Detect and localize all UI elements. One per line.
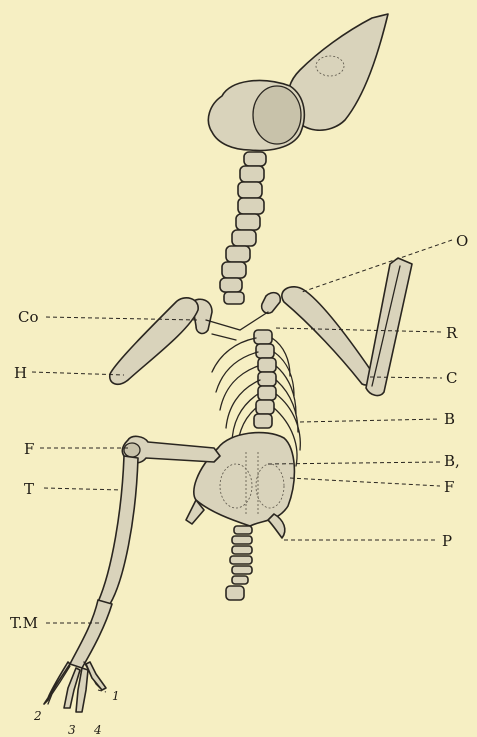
label-F-femur: F [24,440,34,458]
label-O: O [456,232,468,250]
label-T: T [24,480,34,498]
tibiotarsus [98,456,138,604]
label-C: C [446,369,457,387]
label-digit-3: 3 [68,723,76,737]
knee [124,443,140,457]
pelvis [194,433,295,526]
label-TM: T.M [10,614,38,632]
toes [44,662,106,712]
cervical-vertebrae [220,152,266,304]
humerus-left [110,298,198,384]
caudal-vertebrae [226,526,252,600]
label-Co: Co [18,308,39,326]
label-B: B [444,410,455,428]
humerus-right [282,287,374,385]
tarsometatarsus [70,600,112,668]
radius-ulna [366,258,412,395]
label-B1: B, [444,452,460,470]
orbit [253,86,301,144]
label-digit-1: 1 [112,689,120,703]
label-H: H [14,364,27,382]
label-F-fibula: F [444,478,454,496]
label-digit-4: 4 [93,723,102,737]
label-digit-2: 2 [33,709,42,723]
pubis [268,514,285,538]
label-R: R [446,324,458,342]
thoracic-vertebrae [254,330,276,428]
label-P: P [442,532,452,550]
